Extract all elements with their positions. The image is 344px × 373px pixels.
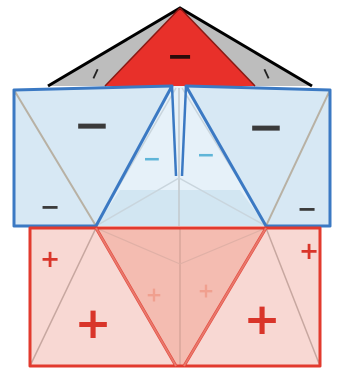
blue-inner-right-minus: − [197, 143, 215, 168]
red-upper-left-plus: + [40, 245, 60, 273]
top-apex-minus: − [167, 37, 194, 75]
red-inner-left-plus: + [146, 283, 163, 307]
blue-inner-left-minus: − [143, 147, 161, 172]
blue-upper-right-minus: − [248, 102, 285, 153]
blue-lower-left-minus: − [40, 193, 60, 221]
blue-center-lower-shade [96, 190, 266, 226]
red-lower-left-plus: + [75, 298, 112, 349]
red-lower-right-plus: + [244, 294, 281, 345]
blue-lower-right-minus: − [297, 195, 317, 223]
blue-upper-left-minus: − [74, 100, 111, 151]
red-upper-right-plus: + [299, 237, 319, 265]
red-inner-right-plus: + [198, 279, 215, 303]
